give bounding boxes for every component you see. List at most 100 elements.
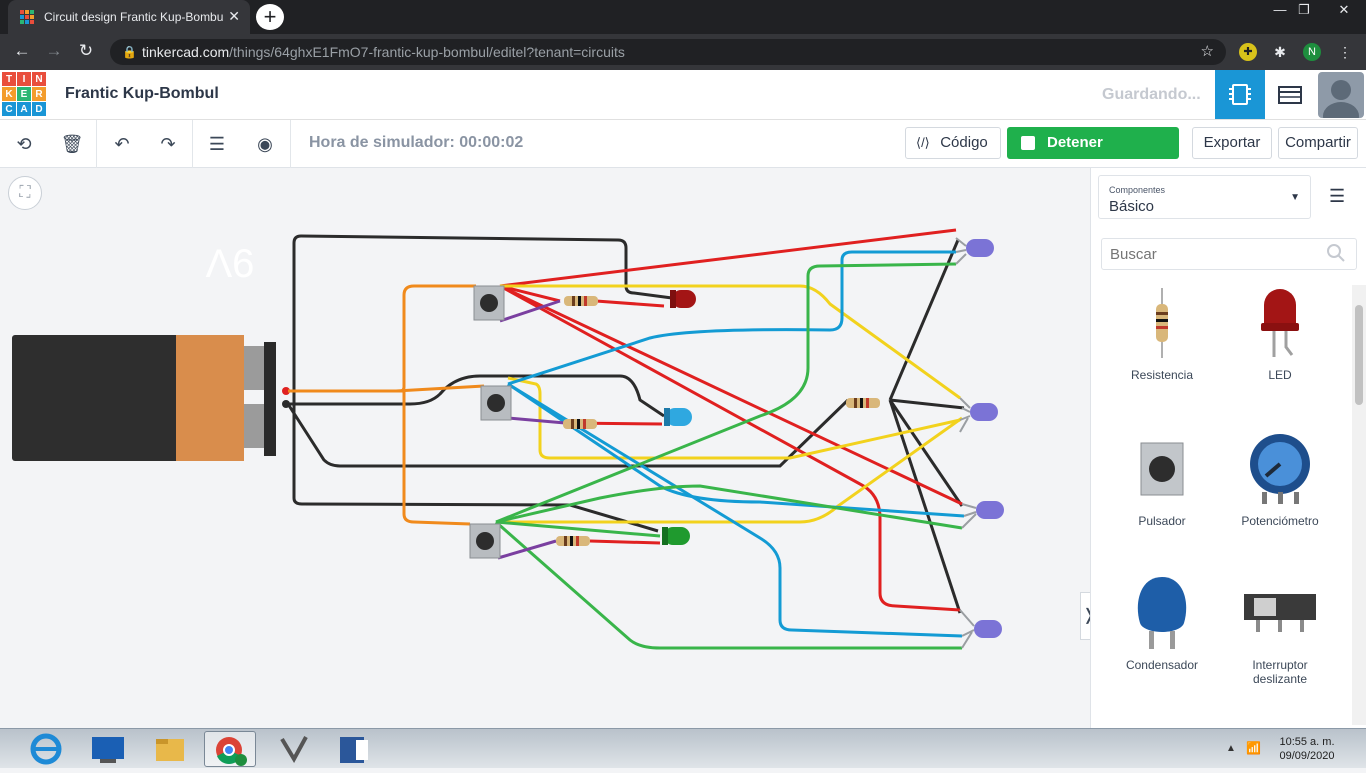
windows-taskbar: ▲ 📶 10:55 a. m. 09/09/2020 (0, 728, 1366, 768)
wires-orange[interactable] (288, 284, 485, 526)
undo-icon[interactable]: ↶ (114, 134, 130, 154)
puzzle-icon[interactable]: ✱ (1274, 44, 1286, 60)
tinkercad-logo[interactable]: T I N K E R C A D (2, 72, 46, 116)
restore-icon[interactable]: ❐ (1298, 2, 1310, 17)
wires-green[interactable] (495, 262, 963, 650)
resistor[interactable] (563, 419, 597, 429)
visibility-eye-icon[interactable]: ◉ (257, 134, 273, 154)
visual-studio-icon[interactable] (268, 731, 320, 767)
circuit-drawing: 9V (12, 228, 1004, 650)
browser-toolbar: ← → ↻ 🔒 tinkercad.com/things/64ghxE1FmO7… (0, 34, 1366, 70)
logo-letter: C (2, 102, 16, 116)
logo-letter: T (2, 72, 16, 86)
browser-tab[interactable]: Circuit design Frantic Kup-Bombul ✕ (8, 0, 250, 34)
editor-toolbar: ⟲ 🗑 ↶ ↷ ☰ ◉ Hora de simulador: 00:00:02 … (0, 120, 1366, 183)
component-resistor[interactable]: Resistencia (1107, 278, 1217, 382)
panel-scrollbar[interactable] (1352, 285, 1366, 725)
search-input[interactable] (1101, 238, 1357, 270)
file-explorer-icon[interactable] (144, 731, 196, 767)
notes-icon[interactable]: ☰ (208, 134, 226, 154)
wires-black[interactable] (286, 234, 965, 614)
circuit-view-button[interactable] (1215, 70, 1265, 119)
profile-avatar[interactable]: N (1303, 43, 1321, 61)
component-potentiometer[interactable]: Potenciómetro (1225, 424, 1335, 528)
rgb-led[interactable] (959, 609, 1002, 649)
toolbar-divider (290, 120, 291, 168)
component-led[interactable]: LED (1225, 278, 1335, 382)
logo-letter: E (17, 87, 31, 101)
component-pushbutton[interactable]: Pulsador (1107, 424, 1217, 528)
address-bar[interactable]: 🔒 tinkercad.com/things/64ghxE1FmO7-frant… (110, 39, 1226, 65)
pushbutton[interactable] (480, 385, 512, 421)
menu-dots-icon[interactable]: ⋮ (1338, 44, 1352, 60)
logo-letter: K (2, 87, 16, 101)
close-window-icon[interactable]: ✕ (1338, 2, 1350, 17)
component-slide-switch[interactable]: Interruptor deslizante (1225, 568, 1335, 686)
component-label: Resistencia (1130, 368, 1194, 382)
toolbar-divider (192, 120, 193, 168)
scrollbar-thumb[interactable] (1355, 305, 1363, 405)
resistor[interactable] (556, 536, 590, 546)
word-icon[interactable] (326, 731, 378, 767)
extension-icon[interactable]: ✚ (1239, 43, 1257, 61)
component-label: Condensador (1125, 658, 1199, 672)
code-button[interactable]: ⟨/⟩ Código (905, 127, 1001, 159)
show-hidden-icons-icon[interactable]: ▲ (1226, 743, 1236, 754)
system-clock[interactable]: 10:55 a. m. 09/09/2020 (1272, 735, 1342, 763)
lenovo-icon[interactable] (82, 731, 134, 767)
fit-view-icon[interactable]: ⛶ (8, 176, 42, 210)
search-icon[interactable] (1327, 244, 1345, 262)
internet-explorer-icon[interactable] (20, 731, 72, 767)
lock-icon: 🔒 (122, 45, 137, 59)
minimize-icon[interactable]: — (1273, 2, 1287, 17)
delete-icon[interactable]: 🗑 (60, 134, 84, 154)
pushbutton[interactable] (473, 285, 505, 321)
bookmark-star-icon[interactable]: ☆ (1200, 43, 1214, 60)
circuit-canvas[interactable]: ⛶ 9V (0, 168, 1098, 728)
logo-letter: R (32, 87, 46, 101)
reload-icon[interactable]: ↻ (78, 41, 94, 60)
rotate-icon[interactable]: ⟲ (16, 134, 32, 154)
chip-icon (1229, 84, 1251, 105)
logo-letter: A (17, 102, 31, 116)
user-avatar[interactable] (1318, 72, 1364, 118)
components-panel: Componentes Básico ▼ ☰ Resistencia LED P… (1090, 168, 1366, 728)
tinkercad-favicon (20, 10, 34, 24)
led-icon (1261, 289, 1299, 357)
new-tab-button[interactable]: + (256, 4, 284, 30)
resistor[interactable] (564, 296, 598, 306)
led-green[interactable] (662, 527, 690, 545)
wires-purple[interactable] (497, 299, 566, 560)
component-label: Interruptor deslizante (1252, 658, 1308, 686)
wires-blue[interactable] (507, 250, 965, 638)
pushbutton[interactable] (469, 523, 501, 559)
network-signal-icon[interactable]: 📶 (1246, 741, 1261, 755)
rgb-led[interactable] (959, 397, 998, 433)
export-button[interactable]: Exportar (1192, 127, 1272, 159)
stop-simulation-button[interactable]: Detener simulación (1007, 127, 1179, 183)
components-dropdown[interactable]: Componentes Básico ▼ (1098, 175, 1311, 219)
battery-9v[interactable]: 9V (12, 240, 290, 461)
share-button[interactable]: Compartir (1278, 127, 1358, 159)
component-list-button[interactable] (1265, 70, 1315, 119)
simulator-time: Hora de simulador: 00:00:02 (309, 134, 524, 151)
stop-icon (1021, 136, 1035, 150)
potentiometer-icon (1250, 434, 1310, 504)
rgb-led[interactable] (955, 237, 994, 265)
list-view-icon[interactable]: ☰ (1329, 186, 1346, 206)
components-dropdown-label: Componentes (1109, 185, 1166, 195)
url-host: tinkercad.com (142, 44, 230, 60)
rgb-led[interactable] (961, 501, 1004, 529)
back-icon[interactable]: ← (13, 41, 31, 60)
project-title[interactable]: Frantic Kup-Bombul (65, 85, 219, 102)
component-capacitor[interactable]: Condensador (1107, 568, 1217, 672)
led-blue[interactable] (664, 408, 692, 426)
resistor[interactable] (846, 398, 880, 408)
component-label: Pulsador (1138, 514, 1186, 528)
led-red[interactable] (670, 290, 696, 308)
forward-icon[interactable]: → (45, 41, 63, 60)
redo-icon[interactable]: ↷ (160, 134, 176, 154)
close-tab-icon[interactable]: ✕ (228, 8, 240, 24)
wires-red[interactable] (499, 228, 963, 612)
chrome-icon[interactable] (204, 731, 256, 767)
